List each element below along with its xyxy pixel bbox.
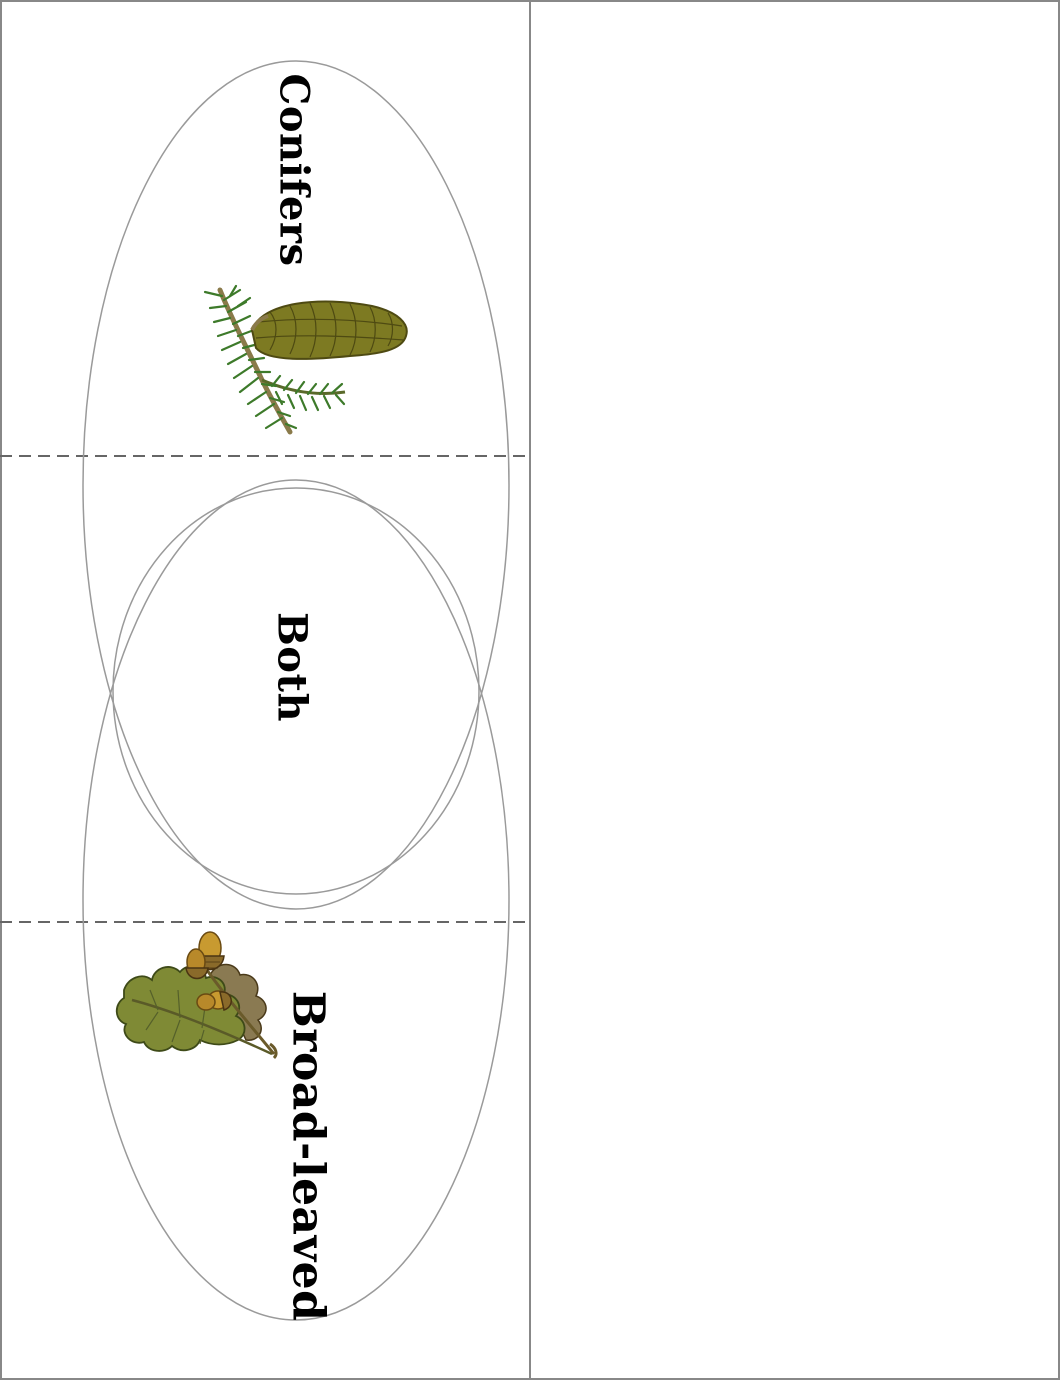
conifers-label: Conifers bbox=[271, 73, 318, 266]
pine-cone-branch-icon bbox=[205, 286, 407, 432]
oak-leaf-acorns-icon bbox=[117, 932, 276, 1058]
both-label: Both bbox=[269, 612, 316, 722]
broad-leaved-label: Broad-leaved bbox=[283, 991, 334, 1322]
